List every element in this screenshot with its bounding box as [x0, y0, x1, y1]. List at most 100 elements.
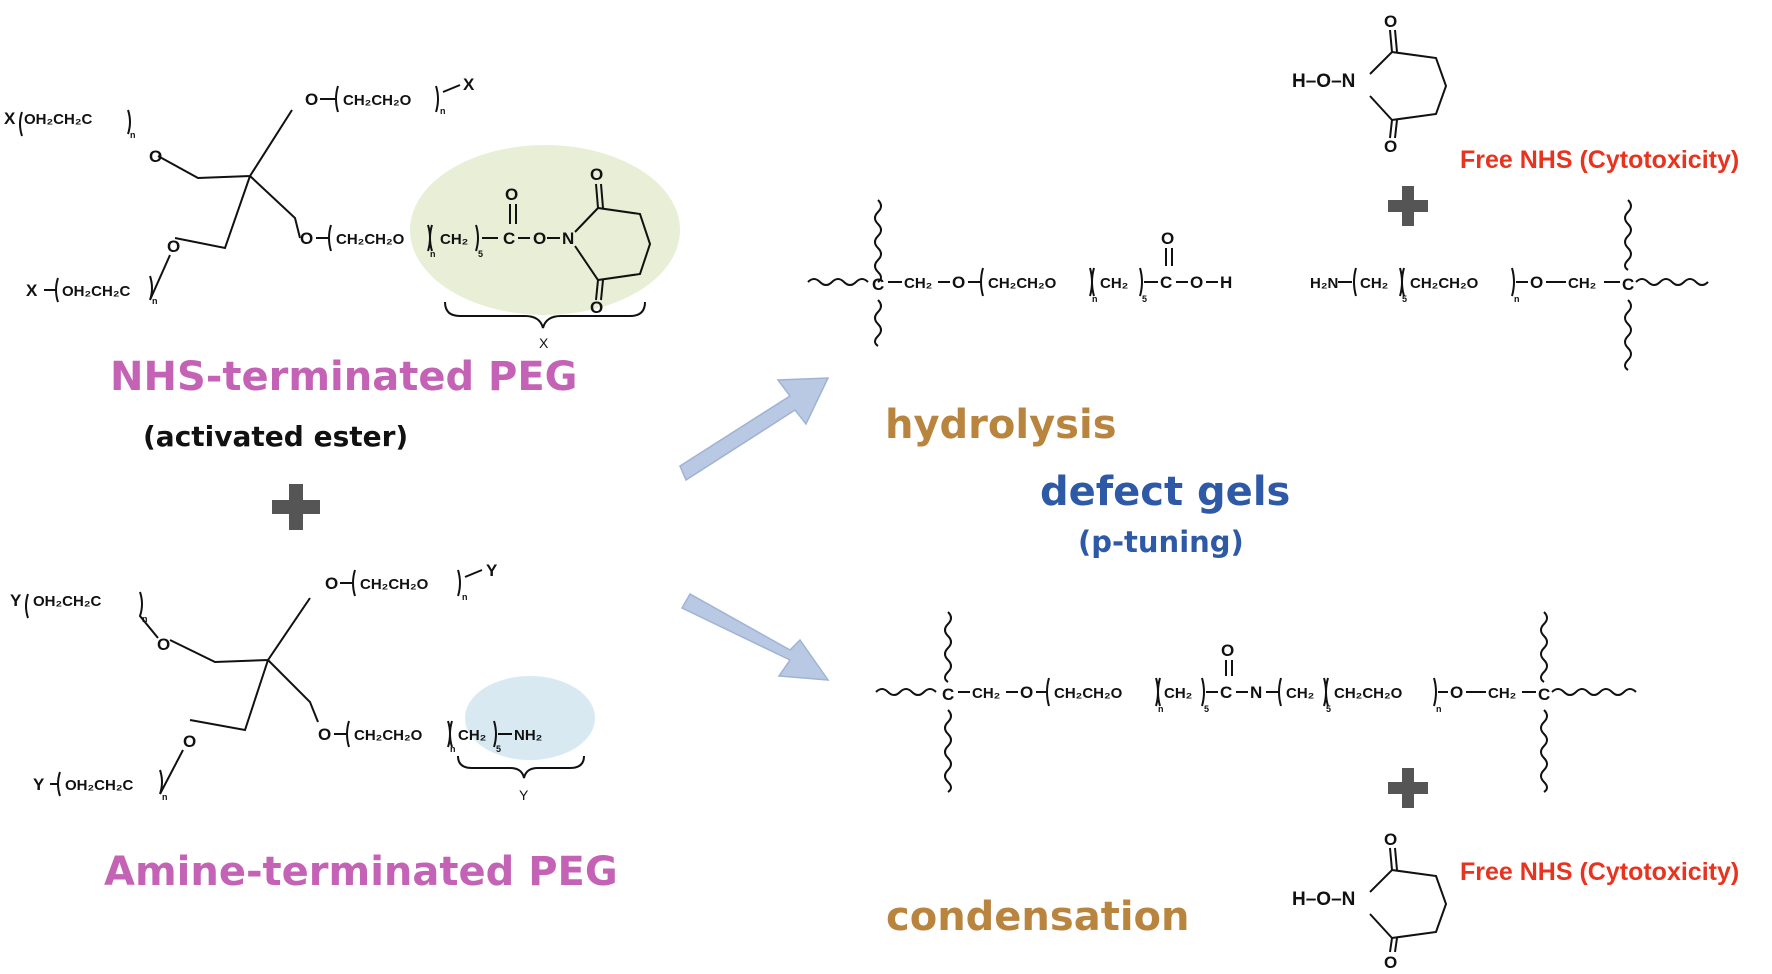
plus-icon — [1388, 186, 1428, 226]
ch2ch2o-unit: CH₂CH₂O — [360, 576, 429, 593]
sub-n: n — [162, 792, 168, 802]
o-atom: O — [318, 725, 331, 744]
x-end-3: X — [26, 281, 38, 300]
free-nhs-label-bottom: Free NHS (Cytotoxicity) — [1460, 858, 1739, 886]
o-atom: O — [149, 147, 162, 166]
nh2-group: NH₂ — [514, 727, 542, 744]
x-end-2: X — [463, 75, 475, 94]
sub-5: 5 — [1204, 704, 1209, 714]
c-atom: C — [503, 229, 515, 248]
activated-ester-label: (activated ester) — [143, 420, 408, 453]
sub-5: 5 — [478, 249, 483, 259]
y-end-3: Y — [33, 775, 45, 794]
y-brace-label: Y — [519, 787, 529, 803]
ch2-unit: CH₂ — [972, 685, 1000, 702]
y-end-2: Y — [486, 561, 498, 580]
o-atom: O — [1161, 229, 1174, 248]
sub-n: n — [1436, 704, 1442, 714]
amine-peg-structure: Y OH₂CH₂C n O O CH₂CH₂O n Y O Y OH₂CH₂C … — [10, 561, 595, 803]
arrow-up-icon — [679, 377, 830, 482]
sub-5: 5 — [1326, 704, 1331, 714]
c-atom: C — [1538, 685, 1550, 704]
free-nhs-top-structure: H–O–N O O — [1292, 12, 1448, 156]
sub-n: n — [440, 106, 446, 116]
ch2-unit: CH₂ — [440, 231, 468, 248]
ch2-unit: CH₂ — [1286, 685, 1314, 702]
sub-n: n — [450, 744, 456, 754]
ch2-unit: CH₂ — [1164, 685, 1192, 702]
ch2ch2o-unit: CH₂CH₂O — [354, 727, 423, 744]
sub-5: 5 — [1142, 294, 1147, 304]
sub-n: n — [152, 296, 158, 306]
unreacted-amine-structure: H₂N CH₂ 5 CH₂CH₂O n O CH₂ C — [1310, 199, 1709, 371]
o-atom: O — [1221, 641, 1234, 660]
o-atom: O — [1384, 953, 1397, 972]
oh2ch2c-unit: OH₂CH₂C — [33, 593, 101, 610]
o-atom: O — [1384, 137, 1397, 156]
sub-n: n — [130, 130, 136, 140]
sub-5: 5 — [496, 744, 501, 754]
n-atom: N — [1250, 683, 1262, 702]
ch2ch2o-unit: CH₂CH₂O — [1410, 275, 1479, 292]
hydrolysis-label: hydrolysis — [885, 402, 1117, 448]
o-atom: O — [1020, 683, 1033, 702]
y-end-1: Y — [10, 591, 22, 610]
o-atom: O — [1384, 12, 1397, 31]
sub-n: n — [430, 249, 436, 259]
sub-5: 5 — [1402, 294, 1407, 304]
o-atom: O — [1530, 273, 1543, 292]
oh2ch2c-unit: OH₂CH₂C — [24, 111, 92, 128]
o-atom: O — [590, 165, 603, 184]
o-atom: O — [1450, 683, 1463, 702]
condensation-label: condensation — [886, 894, 1190, 940]
ho-n: H–O–N — [1292, 889, 1355, 910]
nhs-peg-label: NHS-terminated PEG — [110, 354, 577, 400]
ch2-unit: CH₂ — [1360, 275, 1388, 292]
c-atom: C — [1160, 273, 1172, 292]
ch2ch2o-unit: CH₂CH₂O — [988, 275, 1057, 292]
hydrolysis-product-structure: C CH₂ O CH₂CH₂O n CH₂ 5 C O O H — [807, 199, 1232, 347]
oh2ch2c-unit: OH₂CH₂C — [65, 777, 133, 794]
o-atom: O — [1190, 273, 1203, 292]
o-atom: O — [1384, 830, 1397, 849]
x-end-1: X — [4, 109, 16, 128]
ch2ch2o-unit: CH₂CH₂O — [336, 231, 405, 248]
o-atom: O — [305, 90, 318, 109]
amine-peg-label: Amine-terminated PEG — [104, 849, 618, 895]
o-atom: O — [325, 574, 338, 593]
ch2ch2o-unit: CH₂CH₂O — [1054, 685, 1123, 702]
o-atom: O — [952, 273, 965, 292]
o-atom: O — [157, 635, 170, 654]
sub-n: n — [142, 614, 148, 624]
o-atom: O — [167, 237, 180, 256]
ch2-unit: CH₂ — [458, 727, 486, 744]
plus-icon — [1388, 768, 1428, 808]
x-brace-label: X — [539, 335, 549, 351]
o-atom: O — [505, 185, 518, 204]
condensation-product-structure: C CH₂ O CH₂CH₂O n CH₂ 5 C O N CH₂ 5 CH₂ C… — [875, 611, 1637, 793]
ch2-unit: CH₂ — [1488, 685, 1516, 702]
free-nhs-bottom-structure: H–O–N O O — [1292, 830, 1448, 972]
sub-n: n — [1158, 704, 1164, 714]
free-nhs-label-top: Free NHS (Cytotoxicity) — [1460, 146, 1739, 174]
p-tuning-label: (p-tuning) — [1078, 525, 1244, 559]
amine-group-highlight — [465, 676, 595, 760]
h2n: H₂N — [1310, 275, 1338, 292]
defect-gels-label: defect gels — [1040, 469, 1290, 515]
oh2ch2c-unit: OH₂CH₂C — [62, 283, 130, 300]
nhs-group-highlight — [410, 145, 680, 315]
arrow-down-icon — [680, 592, 830, 681]
c-atom: C — [1220, 683, 1232, 702]
o-atom: O — [590, 298, 603, 317]
sub-n: n — [462, 592, 468, 602]
c-atom: C — [942, 685, 954, 704]
o-atom: O — [533, 229, 546, 248]
ch2ch2o-unit: CH₂CH₂O — [343, 92, 412, 109]
n-atom: N — [562, 229, 574, 248]
c-atom: C — [1622, 275, 1634, 294]
c-atom: C — [872, 275, 884, 294]
ch2-unit: CH₂ — [1100, 275, 1128, 292]
ch2-unit: CH₂ — [1568, 275, 1596, 292]
h-atom: H — [1220, 273, 1232, 292]
